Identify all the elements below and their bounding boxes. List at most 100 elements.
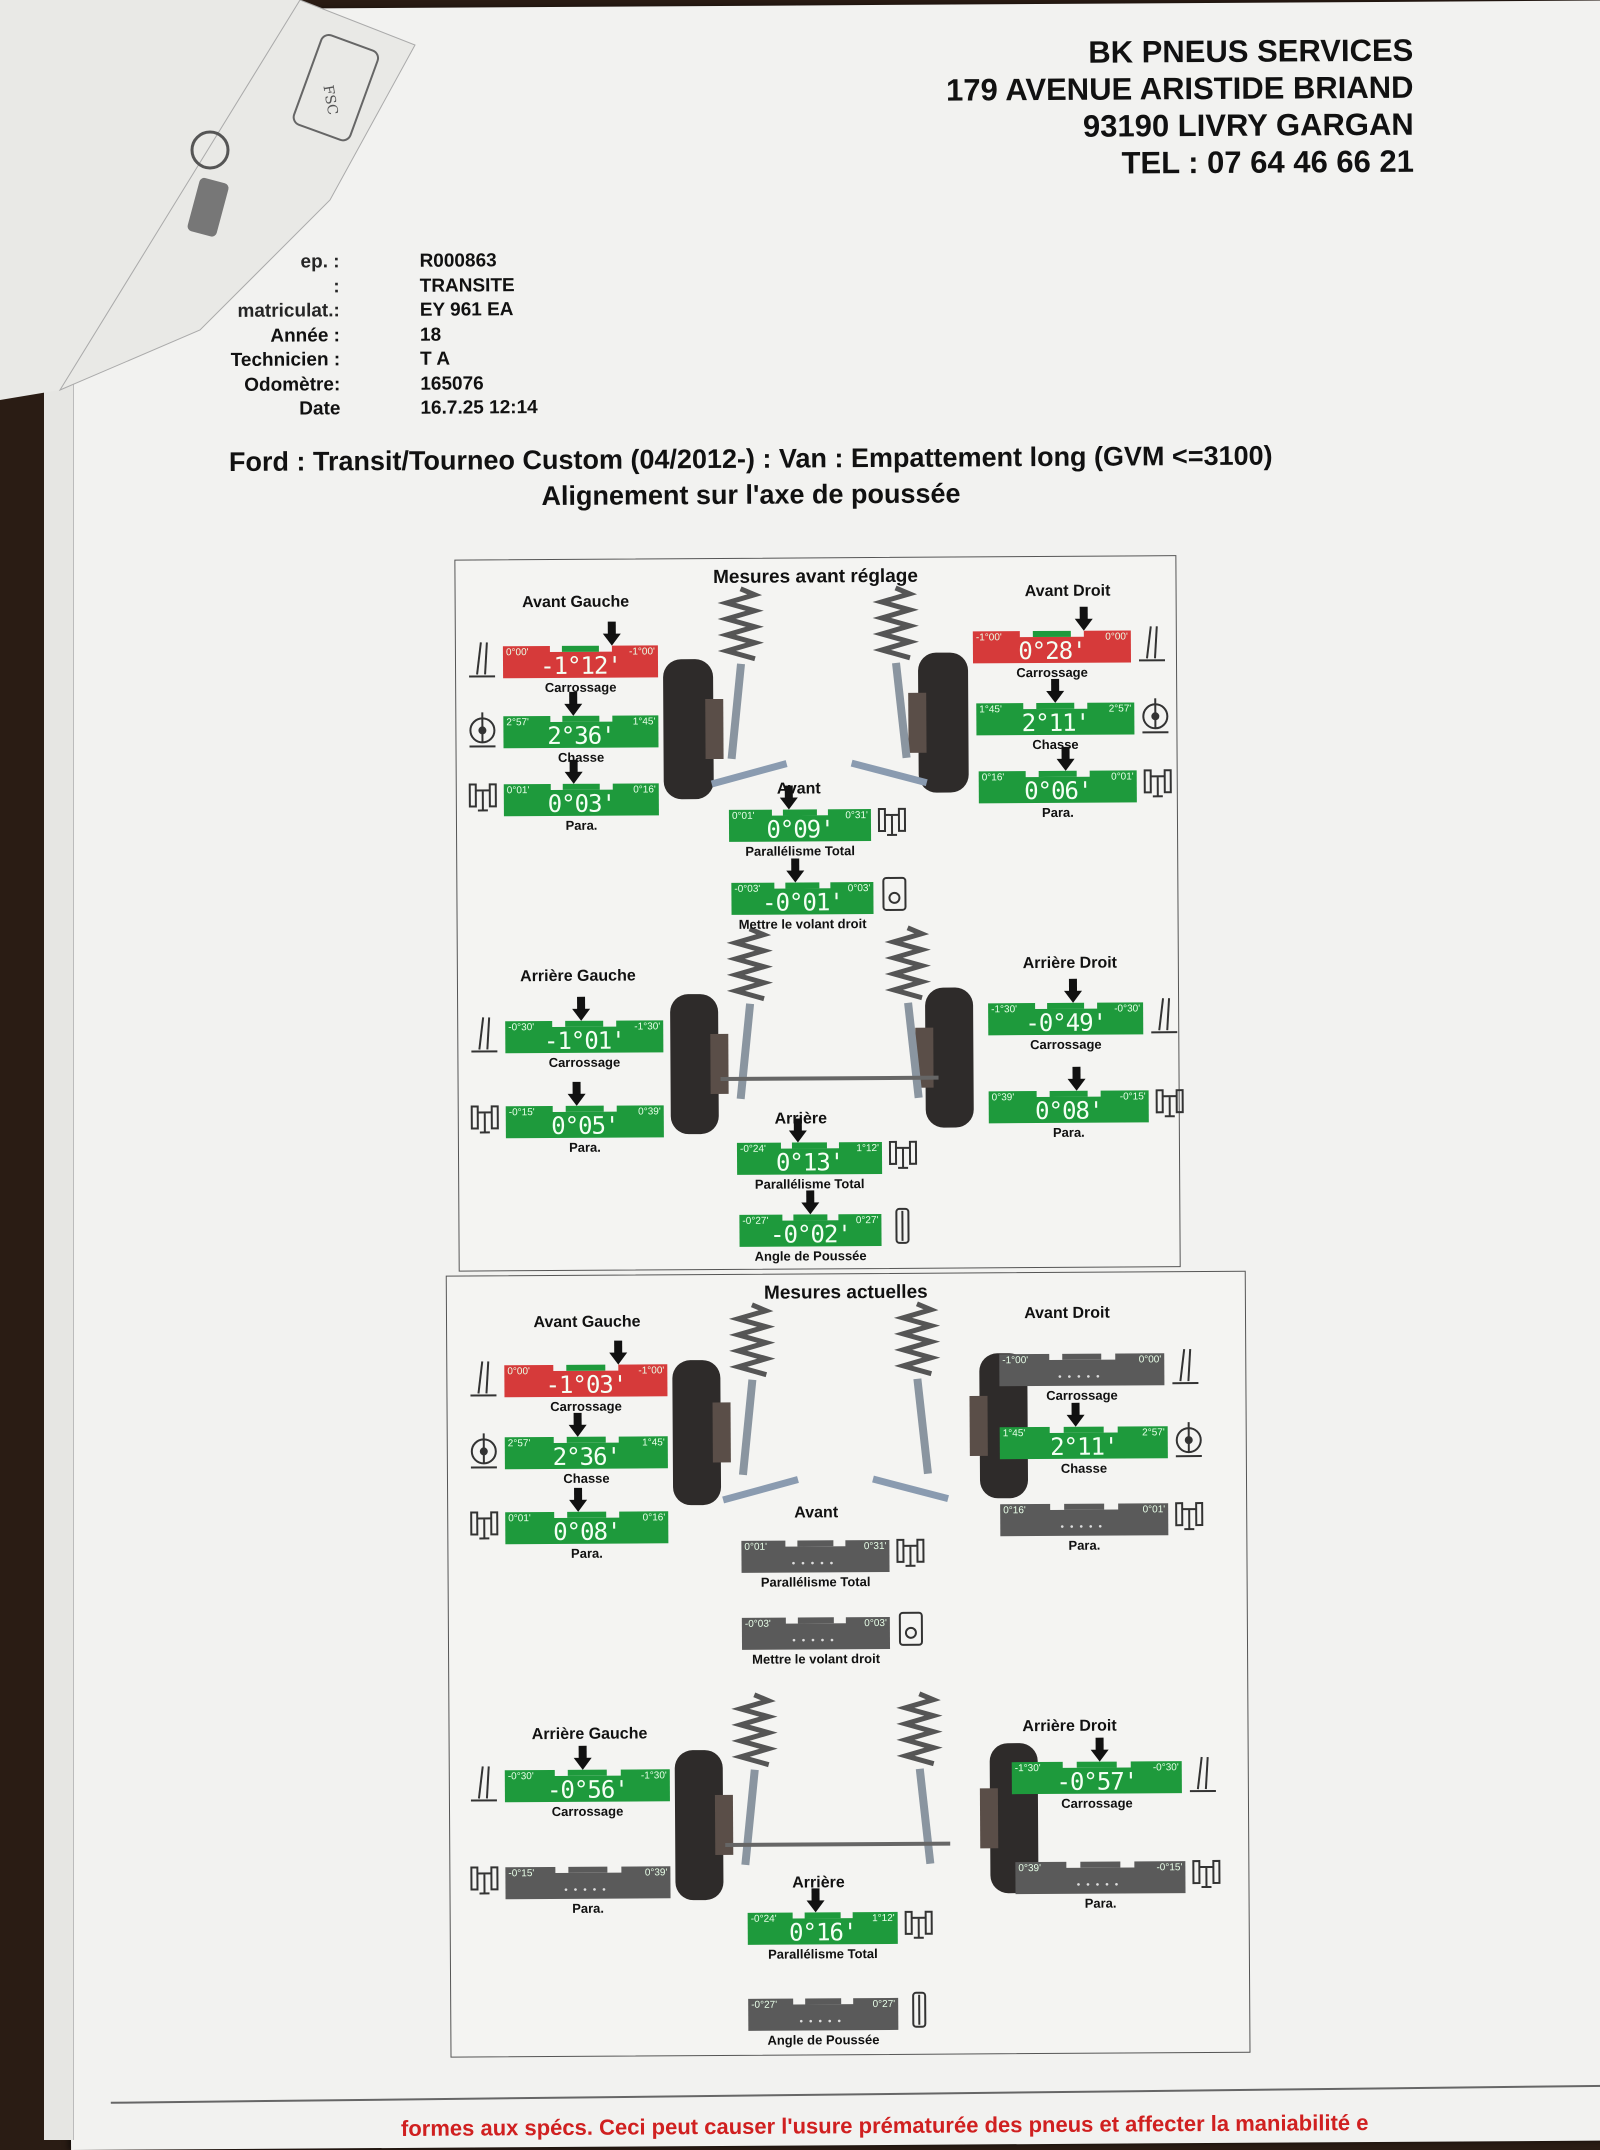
gauge-min: 0°01' <box>744 1542 767 1553</box>
gauge-no-value-dots: ••••• <box>1015 1879 1185 1891</box>
gauge-label: Parallélisme Total <box>768 1946 878 1962</box>
header-avant-droit: Avant Droit <box>1024 1305 1110 1324</box>
gauge-value: 0°08' <box>505 1517 668 1546</box>
gauge-label: Carrossage <box>550 1399 622 1414</box>
gauge-arriere-parallelisme-total: -0°24'1°12'0°13' <box>737 1136 882 1175</box>
gauge-value: -1°12' <box>503 651 658 680</box>
header-avant-gauche: Avant Gauche <box>533 1313 640 1332</box>
down-arrow-icon <box>801 1202 819 1214</box>
gauge-max: 0°00' <box>1139 1354 1162 1365</box>
gauge-label: Carrossage <box>552 1804 624 1819</box>
down-arrow-icon <box>779 797 797 809</box>
info-value: TRANSITE <box>420 275 515 298</box>
gauge-max: -0°15' <box>1156 1862 1182 1873</box>
down-arrow-icon <box>786 870 804 882</box>
gauge-label: Angle de Poussée <box>767 2032 879 2048</box>
caster-icon <box>1140 694 1170 734</box>
info-value: R000863 <box>419 250 496 272</box>
down-arrow-icon <box>1056 759 1074 771</box>
gauge-avant-gauche-carrossage: 0°00'-1°00'-1°12' <box>503 639 658 678</box>
spring-icon <box>727 589 755 659</box>
gauge-value: 0°09' <box>729 815 871 844</box>
gauge-max: 0°39' <box>645 1867 668 1878</box>
spring-icon <box>894 928 922 998</box>
company-header: BK PNEUS SERVICES 179 AVENUE ARISTIDE BR… <box>946 32 1414 183</box>
gauge-label: Angle de Poussée <box>755 1248 867 1264</box>
gauge-label: Parallélisme Total <box>755 1176 865 1192</box>
company-phone: TEL : 07 64 46 66 21 <box>946 143 1414 183</box>
gauge-no-value-dots: ••••• <box>999 1371 1164 1383</box>
gauge-value: -1°03' <box>504 1370 667 1399</box>
camber-icon <box>467 638 497 678</box>
camber-icon <box>1137 622 1167 662</box>
gauge-no-value-dots: ••••• <box>748 2016 898 2028</box>
header-arriere-droit: Arrière Droit <box>1022 1718 1116 1737</box>
down-arrow-icon <box>1068 1079 1086 1091</box>
spring-icon <box>738 1305 766 1375</box>
header-arriere-gauche: Arrière Gauche <box>520 967 636 986</box>
down-arrow-icon <box>1046 691 1064 703</box>
gauge-min: -1°00' <box>1002 1355 1028 1366</box>
toe-icon <box>469 1859 499 1899</box>
gauge-value: -0°49' <box>988 1008 1143 1037</box>
caster-icon <box>469 1429 499 1469</box>
gauge-label: Para. <box>1042 805 1074 820</box>
gauge-avant-droit-para: 0°16'0°01'••••• <box>1000 1497 1168 1536</box>
gauge-value: 0°06' <box>979 776 1137 805</box>
gauge-label: Mettre le volant droit <box>752 1651 880 1667</box>
down-arrow-icon <box>602 634 620 646</box>
thrust-icon <box>904 1990 934 2030</box>
gauge-value: 2°36' <box>503 721 658 750</box>
gauge-avant-droit-carrossage: -1°00' 0°00' ••••• <box>999 1347 1164 1386</box>
header-avant-gauche: Avant Gauche <box>522 594 629 613</box>
down-arrow-icon <box>1074 619 1092 631</box>
gauge-label: Chasse <box>558 750 604 765</box>
gauge-label: Para. <box>1068 1538 1100 1553</box>
gauge-label: Carrossage <box>1016 665 1088 680</box>
down-arrow-icon <box>806 1900 824 1912</box>
gauge-angle-de-poussee: -0°27'0°27'••••• <box>748 1992 898 2031</box>
gauge-no-value-dots: ••••• <box>741 1558 889 1570</box>
camber-icon <box>469 1013 499 1053</box>
gauge-min: 0°39' <box>1018 1863 1041 1874</box>
gauge-label: Para. <box>566 818 598 833</box>
spring-icon <box>905 1694 933 1764</box>
gauge-value: 2°11' <box>1000 1432 1168 1461</box>
gauge-min: 0°16' <box>1003 1505 1026 1516</box>
gauge-value: -0°01' <box>731 888 873 917</box>
gauge-max: 0°27' <box>873 1999 896 2010</box>
camber-icon <box>468 1357 498 1397</box>
gauge-label: Carrossage <box>1046 1388 1118 1403</box>
gauge-value: -0°57' <box>1012 1767 1182 1796</box>
spring-icon <box>740 1695 768 1765</box>
gauge-label: Para. <box>1053 1125 1085 1140</box>
gauge-label: Chasse <box>1032 737 1078 752</box>
gauge-avant-droit-carrossage: -1°00'0°00'0°28' <box>973 624 1131 663</box>
down-arrow-icon <box>1091 1750 1109 1762</box>
down-arrow-icon <box>568 1094 586 1106</box>
gauge-label: Carrossage <box>1030 1037 1102 1052</box>
header-avant-droit: Avant Droit <box>1025 583 1111 602</box>
toe-icon <box>469 1504 499 1544</box>
gauge-volant-droit: -0°03'0°03'••••• <box>742 1611 890 1650</box>
down-arrow-icon <box>1066 1415 1084 1427</box>
down-arrow-icon <box>1064 991 1082 1003</box>
gauge-value: 0°08' <box>989 1096 1149 1125</box>
gauge-label: Parallélisme Total <box>761 1574 871 1590</box>
gauge-arriere-gauche-para: -0°15'0°39'••••• <box>505 1860 670 1899</box>
gauge-min: -0°03' <box>745 1619 771 1630</box>
gauge-label: Para. <box>571 1546 603 1561</box>
gauge-value: 2°36' <box>505 1442 668 1471</box>
gauge-label: Para. <box>572 1901 604 1916</box>
gauge-max: 0°03' <box>864 1618 887 1629</box>
gauge-value: -0°56' <box>505 1775 670 1804</box>
toe-total-icon <box>904 1904 934 1944</box>
spring-icon <box>903 1304 931 1374</box>
camber-icon <box>1170 1345 1200 1385</box>
down-arrow-icon <box>573 1758 591 1770</box>
vehicle-title: Ford : Transit/Tourneo Custom (04/2012-)… <box>61 440 1441 479</box>
toe-icon <box>1143 762 1173 802</box>
steering-icon <box>879 874 909 914</box>
gauge-max: 0°01' <box>1143 1504 1166 1515</box>
